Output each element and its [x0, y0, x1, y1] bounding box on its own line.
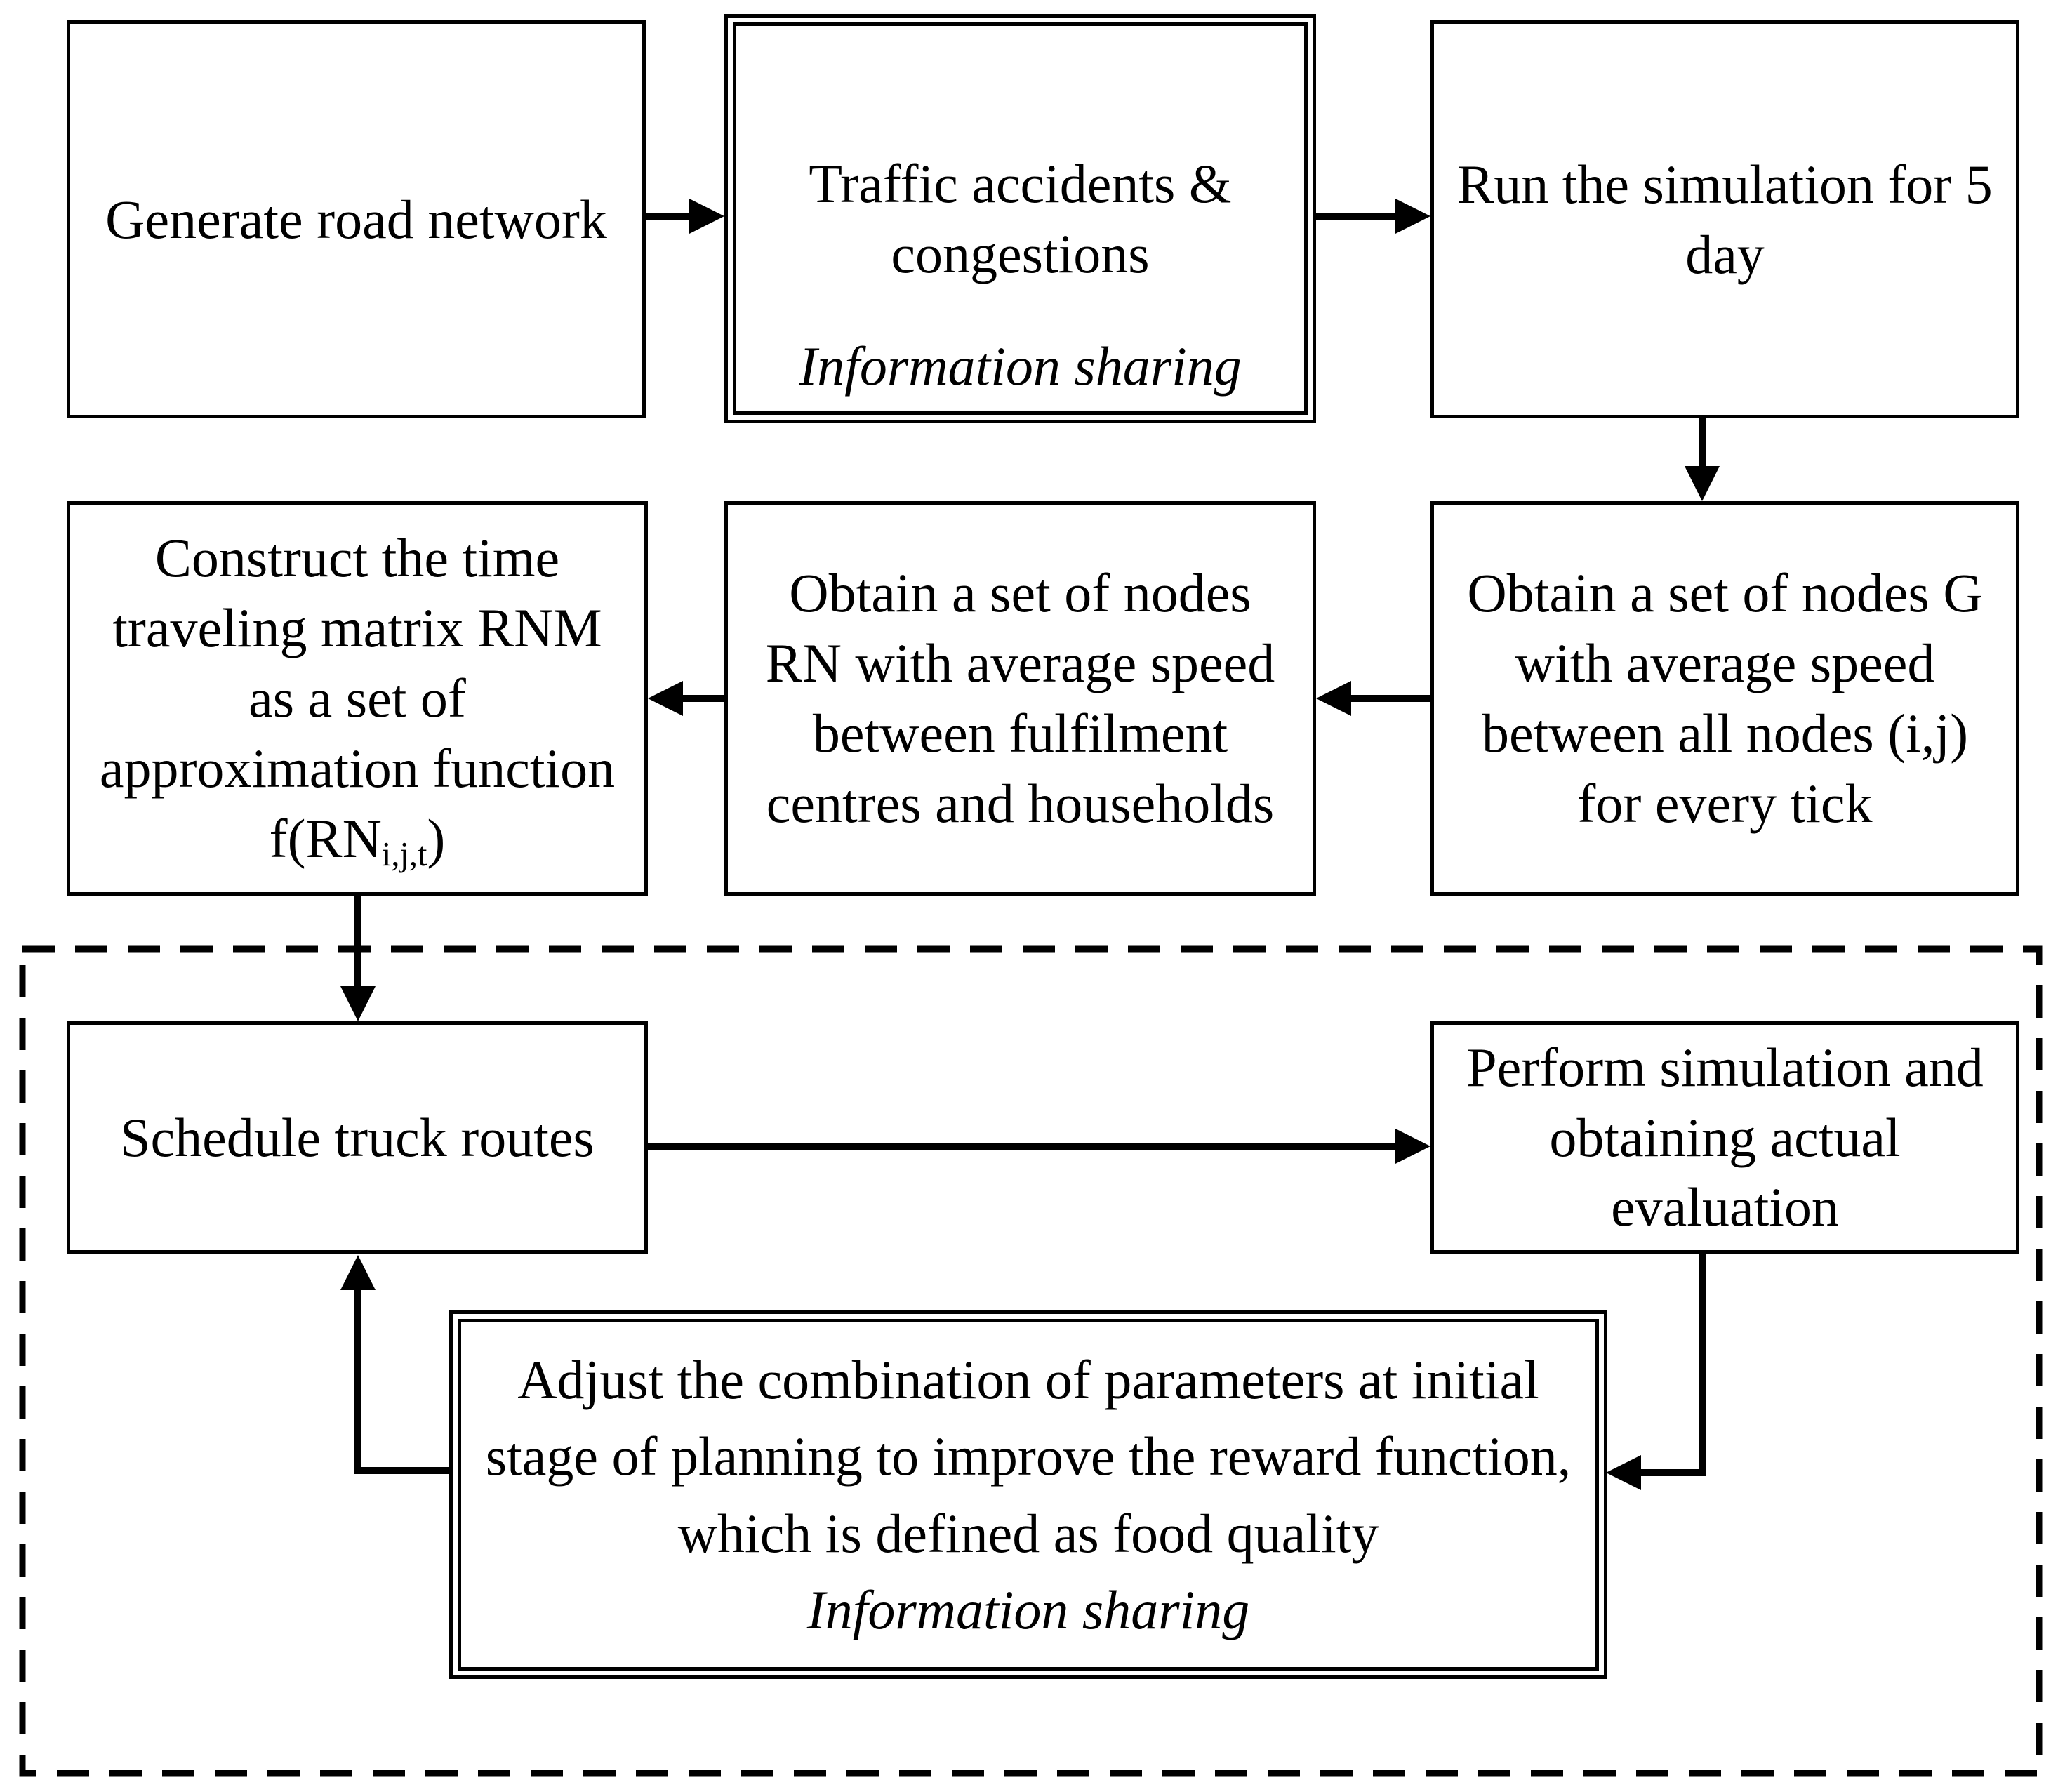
information-sharing-label: Information sharing: [806, 1579, 1250, 1640]
node-traffic-accidents-inner: Traffic accidents & congestions Informat…: [733, 22, 1308, 415]
node-text-line: stage of planning to improve the reward …: [485, 1426, 1572, 1487]
node-text-line: for every tick: [1577, 772, 1873, 834]
node-text-line: Construct the time: [154, 527, 560, 589]
arrow-construct-to-schedule: [340, 896, 376, 1021]
arrow-nodes-g-to-nodes-rn: [1316, 681, 1430, 716]
node-text-line: evaluation: [1611, 1176, 1839, 1238]
node-text-line: with average speed: [1515, 632, 1935, 694]
node-text-line: day: [1685, 223, 1765, 285]
arrow-adjust-to-schedule: [340, 1255, 449, 1474]
formula-pre: f(RN: [269, 807, 382, 869]
node-construct-matrix: Construct the time traveling matrix RNM …: [67, 501, 648, 896]
arrow-schedule-to-perform: [648, 1129, 1430, 1164]
node-text-line: Obtain a set of nodes: [789, 562, 1251, 624]
node-text-line: obtaining actual: [1549, 1106, 1901, 1168]
node-text-line: Generate road network: [105, 188, 607, 250]
node-text-line: approximation function: [99, 737, 616, 799]
formula-post: ): [427, 807, 446, 869]
node-text-line: Obtain a set of nodes G: [1467, 562, 1983, 624]
node-text-line: traveling matrix RNM: [112, 597, 602, 659]
node-text-line: between fulfilment: [812, 703, 1228, 764]
node-formula-line: f(RNi,j,t): [270, 804, 446, 874]
arrow-perform-to-adjust: [1606, 1254, 1706, 1490]
node-run-simulation: Run the simulation for 5 day: [1430, 20, 2019, 418]
node-text-line: Run the simulation for 5: [1457, 153, 1993, 215]
arrow-traffic-to-run: [1316, 199, 1430, 234]
node-schedule-truck-routes: Schedule truck routes: [67, 1021, 648, 1254]
node-text-line: RN with average speed: [765, 632, 1275, 694]
node-text-line: congestions: [891, 223, 1150, 284]
arrow-run-to-nodes-g: [1685, 418, 1720, 501]
node-obtain-nodes-g: Obtain a set of nodes G with average spe…: [1430, 501, 2019, 896]
information-sharing-label: Information sharing: [799, 336, 1242, 397]
node-text-line: Adjust the combination of parameters at …: [517, 1349, 1539, 1411]
node-text-line: which is defined as food quality: [677, 1502, 1379, 1564]
node-text-line: Traffic accidents &: [809, 152, 1232, 214]
node-text-line: between all nodes (i,j): [1481, 703, 1969, 764]
formula-subscript: i,j,t: [381, 835, 427, 873]
node-text-line: centres and households: [766, 772, 1275, 834]
node-text-line: Perform simulation and: [1466, 1036, 1984, 1098]
arrow-nodes-rn-to-construct: [648, 681, 724, 716]
node-generate-road-network: Generate road network: [67, 20, 646, 418]
node-text-line: Schedule truck routes: [120, 1106, 595, 1168]
node-adjust-parameters-inner: Adjust the combination of parameters at …: [458, 1319, 1599, 1671]
node-adjust-parameters: Adjust the combination of parameters at …: [449, 1310, 1607, 1679]
arrow-generate-to-traffic: [646, 199, 724, 234]
node-obtain-nodes-rn: Obtain a set of nodes RN with average sp…: [724, 501, 1316, 896]
node-text-line: as a set of: [248, 668, 466, 729]
node-perform-simulation: Perform simulation and obtaining actual …: [1430, 1021, 2019, 1254]
feedback-loop-dashed-border: [19, 945, 2043, 1777]
node-traffic-accidents: Traffic accidents & congestions Informat…: [724, 14, 1316, 423]
